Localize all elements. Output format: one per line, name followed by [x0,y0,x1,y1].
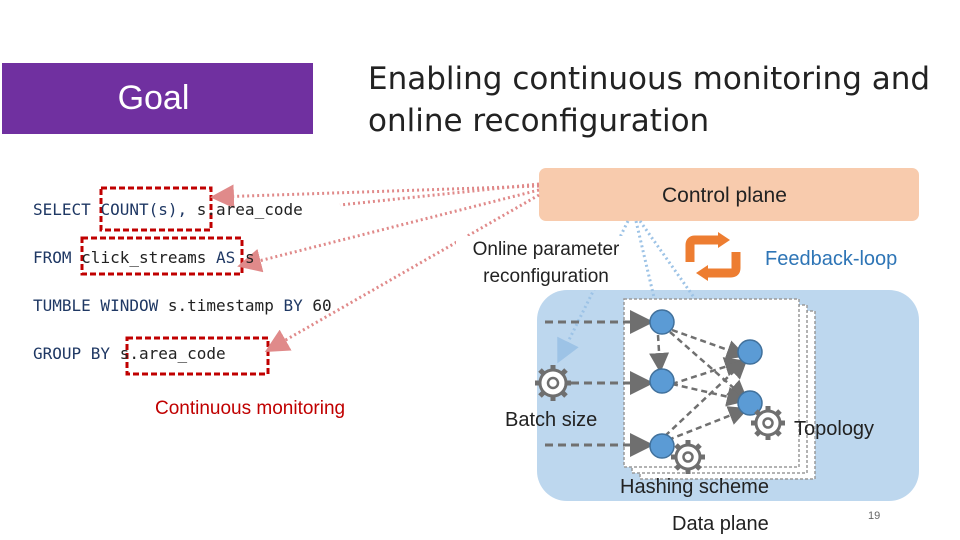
graph-edges [649,328,749,442]
control-plane-label: Control plane [662,184,787,207]
kw-count: COUNT(s), [100,200,197,219]
goal-label: Goal [117,79,190,117]
kw-select: SELECT [33,200,101,219]
window-size: 60 [312,296,332,315]
graph-node [649,433,675,459]
query-line-select: SELECT COUNT(s), s.area_code [33,200,303,219]
online-param-label: Online parameter reconfiguration [456,236,636,290]
feedback-loop-icon [685,232,741,281]
monitor-arrow-2 [237,188,540,273]
group-field: s.area_code [119,344,226,363]
query-line-from: FROM click_streams AS s [33,248,255,267]
graph-node [737,339,763,365]
page-number: 19 [868,510,881,522]
heading-line-2: online reconfiguration [368,103,710,139]
online-param-line-2: reconfiguration [483,266,609,287]
graph-node [649,309,675,335]
kw-tumble-window: TUMBLE WINDOW [33,296,168,315]
highlight-count-box [99,186,213,232]
monitor-arrow-4 [339,182,540,207]
control-plane-box [539,168,919,221]
query-line-window: TUMBLE WINDOW s.timestamp BY 60 [33,296,332,315]
kw-from: FROM [33,248,82,267]
monitor-arrow-3 [264,193,540,352]
gear-icon-batch [535,365,571,401]
gear-icon-hashing [671,440,705,474]
select-field: s.area_code [196,200,303,219]
monitor-arrow-1 [210,184,540,209]
kw-by: BY [283,296,313,315]
continuous-monitoring-label: Continuous monitoring [155,398,346,419]
query-line-group: GROUP BY s.area_code [33,344,226,363]
online-param-line-1: Online parameter [472,239,620,260]
graph-node [737,390,763,416]
kw-group-by: GROUP BY [33,344,120,363]
data-plane-label: Data plane [672,513,769,535]
heading-line-1: Enabling continuous monitoring and [368,61,931,97]
slide-heading: Enabling continuous monitoring and onlin… [368,58,948,142]
window-field: s.timestamp [167,296,284,315]
gear-icon-topology [751,406,785,440]
batch-size-label: Batch size [505,409,598,431]
from-table: click_streams [81,248,217,267]
topology-label: Topology [794,418,875,440]
graph-node [649,368,675,394]
kw-as: AS [216,248,245,267]
hashing-scheme-label: Hashing scheme [620,476,769,498]
highlight-click-streams-box [80,236,244,276]
goal-banner: Goal [2,63,313,134]
from-alias: s [244,248,255,267]
highlight-area-code-box [125,336,270,376]
feedback-loop-label: Feedback-loop [765,248,898,270]
